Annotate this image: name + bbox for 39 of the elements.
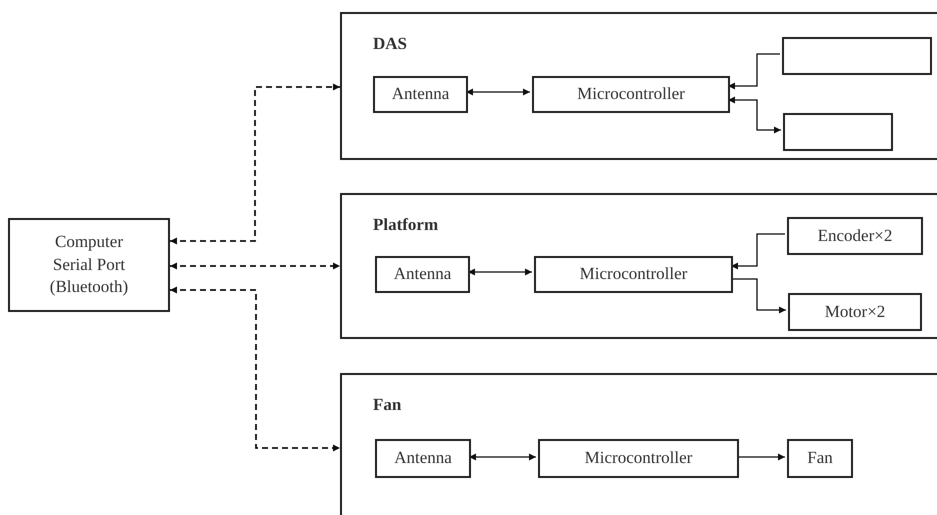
- block-box: [532, 76, 730, 113]
- arrow: [468, 268, 532, 276]
- group-panel: [340, 12, 937, 160]
- block-box: [538, 439, 739, 478]
- block-label: Microcontroller: [580, 263, 688, 286]
- arrow: [728, 96, 781, 134]
- block-label: Computer Serial Port (Bluetooth): [48, 230, 130, 298]
- block-box: [787, 439, 853, 478]
- block-label: Encoder×2: [818, 224, 892, 247]
- block-label: Antenna: [394, 263, 452, 286]
- block-box: [375, 439, 471, 478]
- group-panel: [340, 193, 937, 339]
- empty-box: [782, 37, 932, 75]
- block-box: [8, 218, 170, 312]
- block-label: Microcontroller: [577, 83, 685, 106]
- arrow: [731, 233, 785, 270]
- empty-box: [783, 113, 893, 151]
- block-label: Motor×2: [824, 300, 886, 323]
- group-panel: [340, 373, 937, 515]
- block-label: Antenna: [392, 83, 450, 106]
- block-box: [373, 76, 468, 113]
- block-label: Microcontroller: [584, 447, 692, 470]
- arrow: [731, 278, 786, 314]
- arrow: [466, 88, 530, 96]
- dashed-arrow: [170, 84, 340, 244]
- block-box: [788, 293, 922, 331]
- dashed-arrow: [170, 286, 340, 452]
- block-box: [787, 217, 923, 255]
- arrow: [737, 454, 785, 460]
- block-box: [534, 256, 733, 293]
- arrow: [469, 454, 536, 460]
- group-title: Fan: [373, 395, 402, 415]
- arrow: [728, 53, 780, 90]
- group-title: DAS: [373, 34, 408, 54]
- group-title: Platform: [373, 215, 438, 235]
- dashed-arrow: [170, 262, 340, 270]
- block-label: Fan: [807, 447, 833, 470]
- block-label: Antenna: [394, 447, 452, 470]
- block-box: [375, 256, 470, 293]
